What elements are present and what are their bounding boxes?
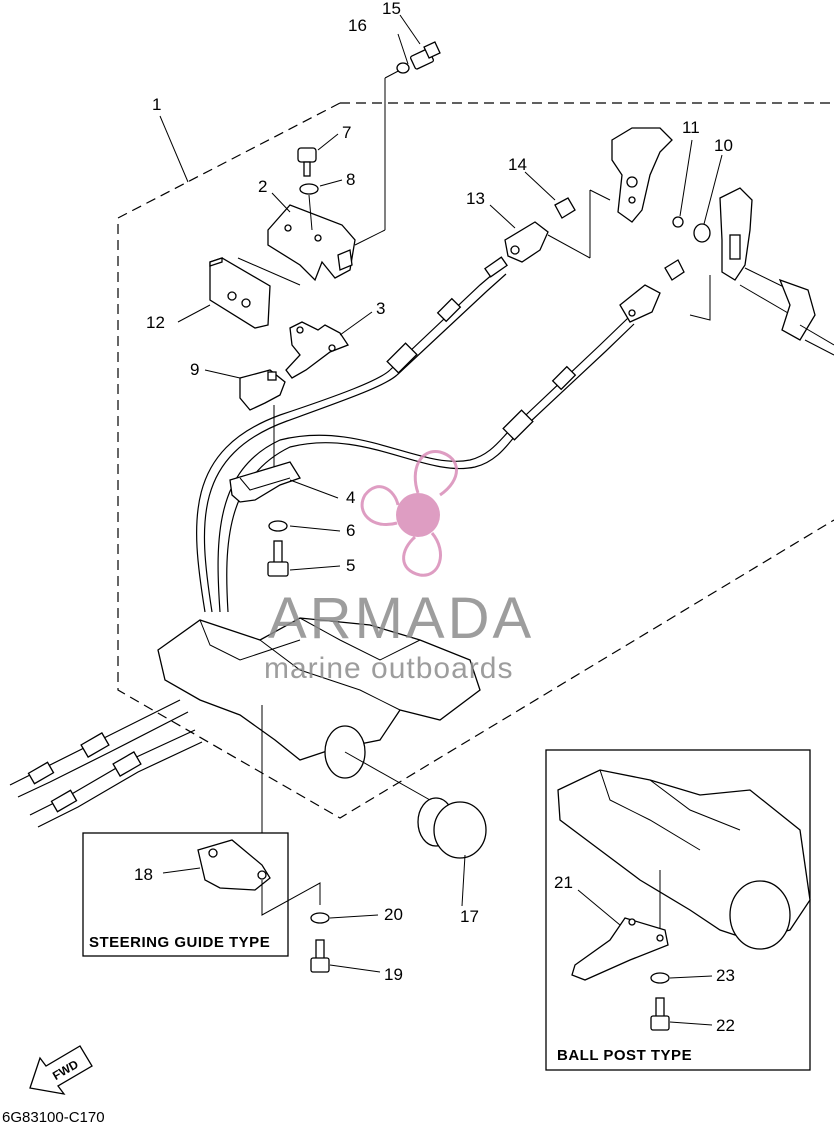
callout-21: 21 xyxy=(554,873,573,892)
throttle-lever xyxy=(689,187,834,356)
steering-guide-box xyxy=(82,832,321,957)
part-14-clip xyxy=(547,189,611,259)
callout-2: 2 xyxy=(258,177,267,196)
callout-10: 10 xyxy=(714,136,733,155)
part-13-connector xyxy=(484,221,549,278)
fwd-arrow: FWD xyxy=(29,1045,93,1095)
lower-cable-fittings xyxy=(619,259,685,323)
callout-7: 7 xyxy=(342,123,351,142)
callout-16: 16 xyxy=(348,16,367,35)
watermark-propeller-hub xyxy=(396,493,440,537)
callout-8: 8 xyxy=(346,170,355,189)
part-9-clamp xyxy=(239,369,286,470)
part-10-11-washer-clip xyxy=(672,216,711,243)
control-cables xyxy=(9,267,635,828)
callout-23: 23 xyxy=(716,966,735,985)
part-3-plate xyxy=(285,321,349,379)
watermark-logo: ARMADA marine outboards xyxy=(264,450,534,685)
callout-20: 20 xyxy=(384,905,403,924)
watermark-propeller-blade xyxy=(413,450,458,497)
callout-4: 4 xyxy=(346,488,355,507)
callout-5: 5 xyxy=(346,556,355,575)
callout-14: 14 xyxy=(508,155,527,174)
part-12-plate xyxy=(209,257,271,329)
ball-post-box xyxy=(545,749,811,1071)
callout-1: 1 xyxy=(152,95,161,114)
control-housing xyxy=(157,617,481,880)
part-15-16-screw xyxy=(396,41,441,74)
part-19-20-bolt-washer xyxy=(310,912,330,973)
watermark-brand: ARMADA xyxy=(268,586,534,651)
callout-19: 19 xyxy=(384,965,403,984)
part-7-8-bolt-washer xyxy=(297,147,319,231)
callout-11: 11 xyxy=(682,118,700,137)
watermark-propeller-blade xyxy=(402,532,442,577)
part-4-bracket xyxy=(229,461,301,503)
callout-labels: 1 2 3 4 5 6 7 8 9 10 11 12 13 14 15 16 1… xyxy=(134,0,735,1035)
callout-15: 15 xyxy=(382,0,401,18)
callout-3: 3 xyxy=(376,299,385,318)
callout-9: 9 xyxy=(190,360,199,379)
leader-lines xyxy=(162,14,723,1026)
callout-17: 17 xyxy=(460,907,479,926)
steering-guide-title: STEERING GUIDE TYPE xyxy=(89,934,270,951)
callout-6: 6 xyxy=(346,521,355,540)
shift-lever xyxy=(611,127,673,223)
ball-post-title: BALL POST TYPE xyxy=(557,1047,692,1064)
watermark-propeller-blade xyxy=(360,485,400,526)
part-17-grommet xyxy=(417,797,487,859)
assembly-outline xyxy=(117,102,834,819)
callout-13: 13 xyxy=(466,189,485,208)
callout-12: 12 xyxy=(146,313,165,332)
callout-22: 22 xyxy=(716,1016,735,1035)
watermark-tagline: marine outboards xyxy=(264,652,513,685)
part-5-6-bolt-washer xyxy=(267,520,289,577)
part-22-23-bolt-washer xyxy=(650,972,670,1031)
callout-18: 18 xyxy=(134,865,153,884)
diagram-code: 6G83100-C170 xyxy=(2,1109,105,1125)
